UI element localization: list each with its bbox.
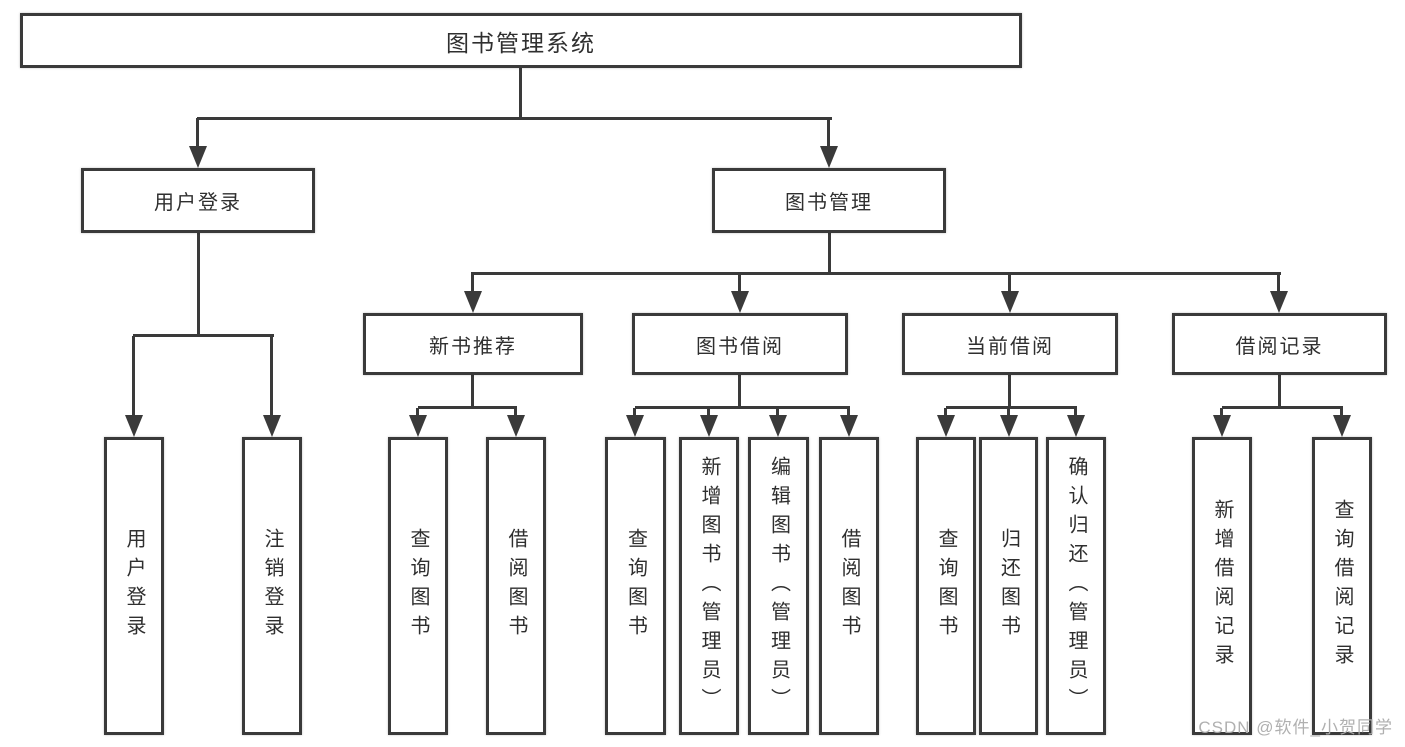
node-current-borrow: 当前借阅 (902, 313, 1118, 375)
arrow-down-icon (1001, 274, 1019, 313)
arrow-down-icon (840, 408, 858, 437)
connector-new-book-stub (471, 375, 474, 409)
connector-borrow-bar (635, 406, 850, 409)
connector-new-book-bar (418, 406, 517, 409)
leaf-label: 查询借阅记录 (1331, 499, 1353, 673)
node-library-system: 图书管理系统 (20, 13, 1022, 68)
leaf-confirm-return-admin: 确认归还（管理员） (1046, 437, 1106, 735)
arrow-down-icon (464, 274, 482, 313)
leaf-logout: 注销登录 (242, 437, 302, 735)
leaf-query-borrow-record: 查询借阅记录 (1312, 437, 1372, 735)
leaf-label: 借阅图书 (505, 528, 527, 644)
node-borrow-records: 借阅记录 (1172, 313, 1387, 375)
leaf-edit-book-admin: 编辑图书（管理员） (748, 437, 809, 735)
leaf-label: 归还图书 (997, 528, 1020, 644)
leaf-label: 注销登录 (261, 528, 283, 644)
leaf-borrow-book: 借阅图书 (819, 437, 879, 735)
connector-records-bar (1222, 406, 1343, 409)
leaf-label: 确认归还（管理员） (1065, 455, 1087, 717)
leaf-label: 查询图书 (624, 528, 647, 644)
arrow-down-icon (820, 118, 838, 168)
connector-root-stub (519, 68, 522, 120)
connector-user-login-bar (133, 334, 274, 337)
leaf-label: 新增借阅记录 (1211, 499, 1233, 673)
arrow-down-icon (937, 408, 955, 437)
node-user-login: 用户登录 (81, 168, 315, 233)
arrow-down-icon (1213, 408, 1231, 437)
arrow-down-icon (1333, 408, 1351, 437)
connector-current-stub (1008, 375, 1011, 409)
leaf-user-login: 用户登录 (104, 437, 164, 735)
leaf-label: 编辑图书（管理员） (767, 455, 790, 717)
arrow-down-icon (626, 408, 644, 437)
connector-root-bar (197, 117, 832, 120)
node-book-borrow: 图书借阅 (632, 313, 848, 375)
arrow-down-icon (769, 408, 787, 437)
connector-records-stub (1278, 375, 1281, 409)
leaf-query-book-borrow: 查询图书 (605, 437, 666, 735)
arrow-down-icon (700, 408, 718, 437)
connector-borrow-stub (738, 375, 741, 409)
connector-book-mgmt-bar (471, 272, 1281, 275)
csdn-watermark: CSDN @软件_小贺同学 (1198, 718, 1393, 737)
leaf-label: 查询图书 (935, 528, 957, 644)
leaf-label: 新增图书（管理员） (698, 455, 720, 717)
arrow-down-icon (263, 336, 281, 437)
arrow-down-icon (1000, 408, 1018, 437)
connector-user-login-stub (197, 233, 200, 337)
arrow-down-icon (1270, 274, 1288, 313)
arrow-down-icon (409, 408, 427, 437)
leaf-borrow-book-recommend: 借阅图书 (486, 437, 546, 735)
connector-current-bar (946, 406, 1077, 409)
leaf-label: 查询图书 (407, 528, 429, 644)
leaf-label: 用户登录 (123, 528, 145, 644)
arrow-down-icon (125, 336, 143, 437)
arrow-down-icon (1067, 408, 1085, 437)
leaf-query-book-recommend: 查询图书 (388, 437, 448, 735)
arrow-down-icon (189, 118, 207, 168)
leaf-query-book-current: 查询图书 (916, 437, 976, 735)
leaf-label: 借阅图书 (838, 528, 860, 644)
arrow-down-icon (731, 274, 749, 313)
leaf-add-borrow-record: 新增借阅记录 (1192, 437, 1252, 735)
node-new-book-recommend: 新书推荐 (363, 313, 583, 375)
connector-book-mgmt-stub (828, 233, 831, 275)
leaf-add-book-admin: 新增图书（管理员） (679, 437, 739, 735)
arrow-down-icon (507, 408, 525, 437)
node-book-management: 图书管理 (712, 168, 946, 233)
leaf-return-book: 归还图书 (979, 437, 1038, 735)
